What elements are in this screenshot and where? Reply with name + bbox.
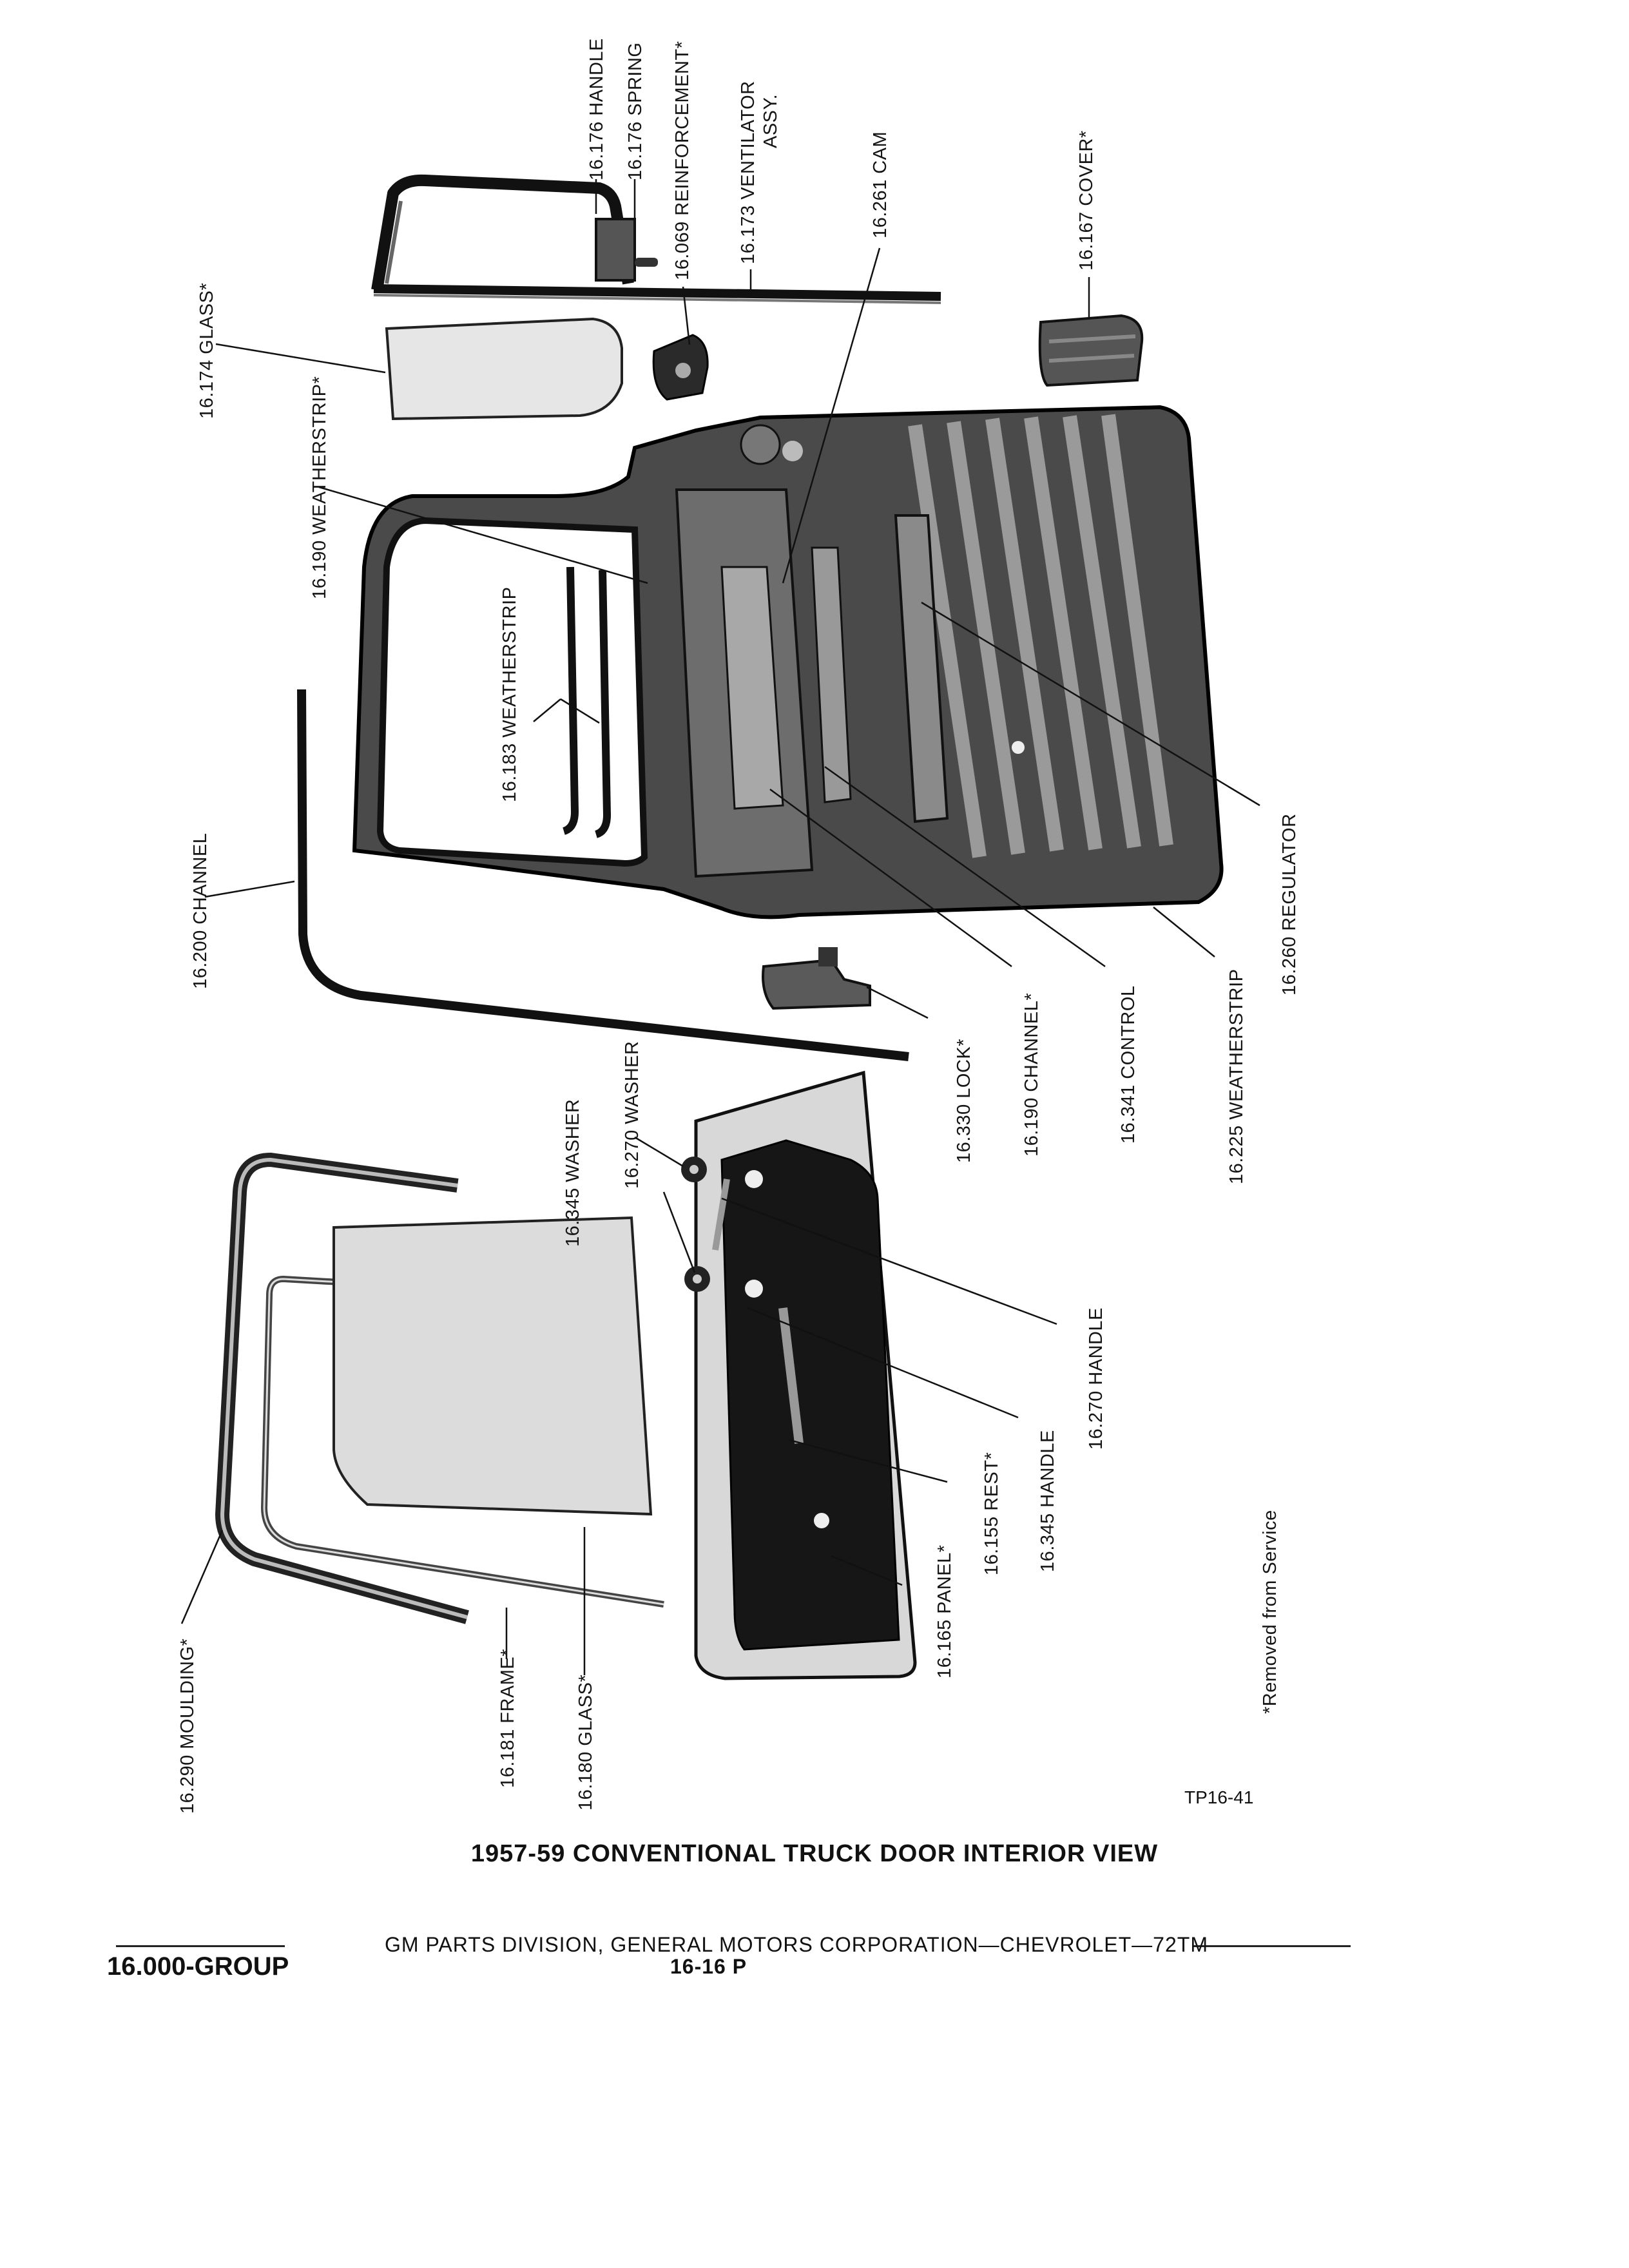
- reinforcement-part: [652, 334, 709, 401]
- washer-part-16345: [684, 1266, 710, 1292]
- label-handle-16176: 16.176 HANDLE: [586, 38, 607, 180]
- footer-rule-right: [1193, 1945, 1351, 1947]
- label-weatherstrip-16225: 16.225 WEATHERSTRIP: [1226, 968, 1247, 1184]
- label-ventilator-16173: 16.173 VENTILATOR: [738, 81, 758, 264]
- label-spring-16176: 16.176 SPRING: [625, 43, 646, 180]
- removed-from-service-note: *Removed from Service: [1260, 1510, 1280, 1714]
- figure-code: TP16-41: [1184, 1787, 1254, 1807]
- window-weatherstrip-part: [562, 566, 612, 838]
- label-control-16341: 16.341 CONTROL: [1118, 985, 1139, 1144]
- label-glass-16174: 16.174 GLASS*: [197, 283, 217, 419]
- footer-publisher: GM PARTS DIVISION, GENERAL MOTORS CORPOR…: [385, 1933, 1208, 1956]
- door-inner-panel-part: [352, 405, 1224, 919]
- label-weatherstrip-16183: 16.183 WEATHERSTRIP: [499, 586, 520, 802]
- label-lock-16330: 16.330 LOCK*: [954, 1039, 974, 1163]
- label-cam-16261: 16.261 CAM: [870, 131, 891, 238]
- label-frame-16181: 16.181 FRAME*: [497, 1649, 518, 1788]
- label-handle-16345: 16.345 HANDLE: [1037, 1430, 1058, 1572]
- label-moulding-16290: 16.290 MOULDING*: [177, 1639, 198, 1814]
- washer-part-16270: [681, 1157, 707, 1182]
- ventilator-glass-part: [385, 317, 623, 421]
- door-lock-part: [762, 947, 871, 1010]
- window-frame-part: [260, 1275, 664, 1608]
- figure-caption: 1957-59 CONVENTIONAL TRUCK DOOR INTERIOR…: [470, 1840, 1159, 1867]
- door-glass-part: [333, 1216, 653, 1516]
- label-rest-16155: 16.155 REST*: [981, 1452, 1002, 1575]
- label-channel-16190: 16.190 CHANNEL*: [1021, 993, 1042, 1157]
- label-cover-16167: 16.167 COVER*: [1076, 130, 1097, 271]
- label-glass-16180: 16.180 GLASS*: [575, 1675, 596, 1811]
- label-washer-16345: 16.345 WASHER: [563, 1099, 583, 1247]
- page-number: 16-16 P: [670, 1955, 747, 1978]
- ventilator-assembly-part: [371, 174, 941, 304]
- footer-group: 16.000-GROUP: [107, 1952, 289, 1981]
- moulding-part: [215, 1152, 469, 1624]
- label-regulator-16260: 16.260 REGULATOR: [1279, 813, 1300, 995]
- cover-part: [1038, 314, 1144, 387]
- spring-part: [635, 258, 658, 267]
- footer-rule-left: [116, 1945, 285, 1947]
- leader-lines: [180, 179, 1260, 1675]
- label-washer-16270: 16.270 WASHER: [622, 1041, 642, 1189]
- label-handle-16270: 16.270 HANDLE: [1086, 1307, 1106, 1450]
- glass-run-channel-part: [297, 689, 909, 1061]
- label-channel-16200: 16.200 CHANNEL: [190, 833, 211, 989]
- trim-panel-part: [694, 1070, 917, 1680]
- label-panel-16165: 16.165 PANEL*: [934, 1545, 955, 1679]
- label-weatherstrip-16190: 16.190 WEATHERSTRIP*: [309, 376, 330, 599]
- label-ventilator-16173-cont: ASSY.: [760, 94, 781, 148]
- label-reinforcement-16069: 16.069 REINFORCEMENT*: [672, 41, 693, 281]
